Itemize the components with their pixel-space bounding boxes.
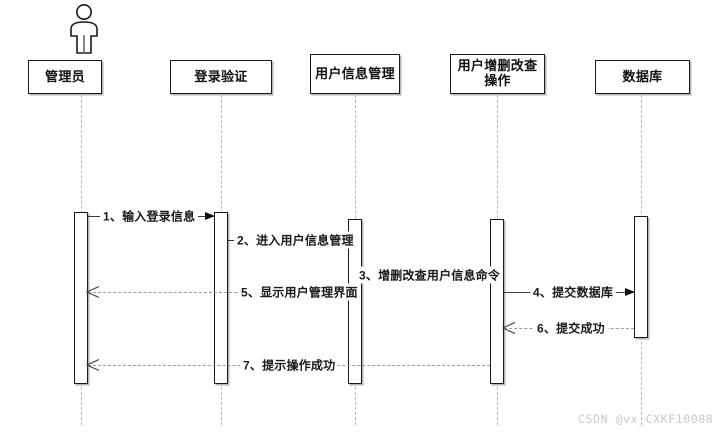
person-actor-icon [62, 3, 106, 55]
lifeline-header-actor[interactable]: 管理员 [28, 60, 102, 94]
arrowhead-filled-right-icon [205, 211, 215, 220]
activation-bar-db [634, 216, 648, 338]
message-label: 5、显示用户管理界面 [238, 283, 361, 301]
message-label: 2、进入用户信息管理 [234, 231, 357, 249]
lifeline-label: 用户信息管理 [315, 65, 395, 81]
message-label: 7、提示操作成功 [240, 356, 339, 374]
arrowhead-open-left-icon [86, 359, 100, 371]
lifeline-label: 数据库 [622, 68, 663, 84]
activation-bar-login [214, 212, 228, 384]
lifeline-header-userinfo[interactable]: 用户信息管理 [310, 54, 400, 94]
lifeline-header-login[interactable]: 登录验证 [170, 60, 272, 94]
message-label: 6、提交成功 [534, 319, 608, 337]
lifeline-label: 登录验证 [194, 68, 248, 84]
lifeline-header-db[interactable]: 数据库 [595, 60, 690, 94]
lifeline-header-crud[interactable]: 用户增删改查操作 [450, 54, 545, 94]
arrowhead-open-left-icon [86, 286, 100, 298]
arrowhead-filled-right-icon [625, 287, 635, 296]
lifeline-label: 管理员 [45, 68, 85, 84]
arrowhead-open-left-icon [502, 322, 516, 334]
activation-bar-actor [74, 212, 88, 384]
message-label: 1、输入登录信息 [100, 207, 199, 225]
message-label: 4、提交数据库 [530, 283, 617, 301]
activation-bar-userinfo [348, 219, 362, 384]
lifeline-label: 用户增删改查操作 [457, 58, 538, 88]
message-label: 3、增删改查用户信息命令 [356, 266, 504, 284]
message-line [88, 292, 348, 293]
watermark-text: CSDN @vx_CXKF10088 [578, 412, 714, 426]
activation-bar-crud [490, 219, 504, 384]
